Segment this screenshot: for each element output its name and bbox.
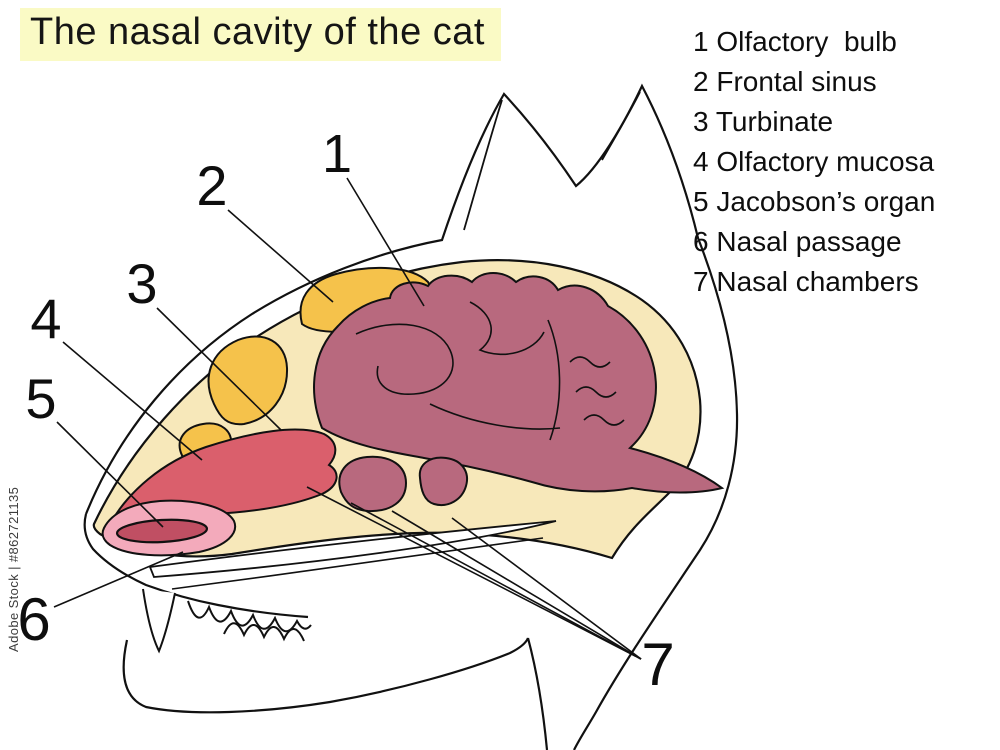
region-jacobsons-organ [115,518,209,544]
legend-item-nasal-passage: 6 Nasal passage [693,226,902,257]
ear-inner-line-right [601,91,641,161]
legend: 1 Olfactory bulb 2 Frontal sinus 3 Turbi… [693,22,935,302]
palate-bone-lower-line [171,537,544,590]
callout-4: 4 [30,287,61,350]
legend-item-turbinate: 3 Turbinate [693,106,834,137]
leader-line-7d [451,517,642,660]
leader-line-6 [53,551,184,608]
leader-line-3 [156,307,282,431]
callout-1: 1 [322,124,352,184]
leader-line-2 [227,209,334,303]
leader-line-7b [350,502,642,660]
legend-item-olfactory-mucosa: 4 Olfactory mucosa [693,146,935,177]
page-title: The nasal cavity of the cat [20,8,501,61]
watermark-text: Adobe Stock | #862721135 [6,486,21,652]
legend-item-frontal-sinus: 2 Frontal sinus [693,66,877,97]
legend-item-nasal-chambers: 7 Nasal chambers [693,266,919,297]
region-nasal-chamber-2 [418,456,468,506]
lower-jaw-outline [122,637,549,750]
region-nasal-chamber-1 [338,455,408,513]
canine-tooth [142,588,176,654]
teeth-upper [187,600,312,633]
palate-bone [148,520,557,578]
brain-convolution-lines [355,301,625,441]
leader-line-4 [62,341,203,461]
legend-item-olfactory-bulb: 1 Olfactory bulb [693,26,897,57]
region-olfactory-bulb-brain [313,272,725,494]
callout-7: 7 [641,631,674,698]
muzzle-outline [83,513,309,619]
leader-line-5 [56,421,164,528]
ear-inner-line-left [463,99,503,231]
leader-line-1 [346,177,425,307]
region-frontal-sinus-middle [207,335,289,426]
leader-line-7c [391,510,642,660]
teeth-lower [223,622,305,642]
leader-line-7a [306,486,642,660]
legend-item-jacobsons-organ: 5 Jacobson’s organ [693,186,936,217]
callout-3: 3 [126,252,157,315]
callout-6: 6 [17,586,50,653]
callout-2: 2 [196,154,227,217]
callout-5: 5 [25,367,56,430]
